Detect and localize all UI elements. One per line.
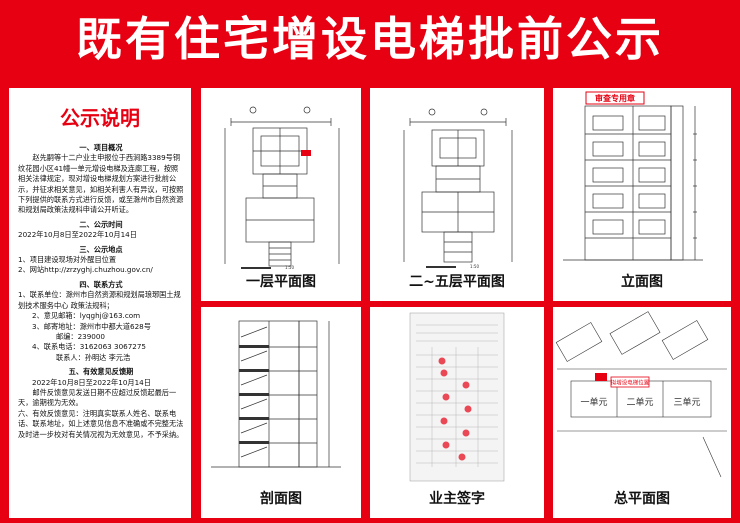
notice-panel: 公示说明 一、项目概况赵先嗣等十二户业主申报位于西涧路3389号铜纹花园小区41…: [9, 88, 191, 518]
unit1-label: 一单元: [580, 396, 607, 408]
section-caption: 剖面图: [260, 491, 302, 507]
site-plan-caption: 总平面图: [614, 491, 670, 507]
floor1-plan-drawing: 1:50: [224, 106, 340, 270]
notice-line: 1、联系单位：滁州市自然资源和规划局琅琊国土规划技术服务中心 政策法规科；: [18, 290, 181, 310]
unit3-label: 三单元: [673, 396, 700, 408]
notice-line: 联系人：孙明达 李元浩: [56, 352, 131, 362]
svg-text:1:50: 1:50: [285, 265, 294, 270]
floor1-plan-caption: 一层平面图: [246, 274, 316, 290]
notice-line: 2022年10月8日至2022年10月14日: [32, 377, 151, 387]
notice-heading: 公示说明: [60, 106, 140, 130]
notice-line: 2、意见邮箱：lyqghj@163.com: [32, 311, 141, 321]
unit2-label: 二单元: [626, 396, 653, 408]
notice-line: 1、项目建设现场对外醒目位置: [18, 255, 117, 265]
floor2to5-plan-panel: 1:50 二~五层平面图: [370, 88, 544, 301]
site-plan-drawing: 拟增设电梯位置 一单元 二单元 三单元: [555, 311, 727, 478]
floor2to5-plan-caption: 二~五层平面图: [409, 274, 505, 290]
notice-line: 邮件反馈意见发送日期不应超过反馈起最后一天，逾期视为无效。: [18, 387, 177, 408]
elevation-drawing: 审查专用章: [563, 91, 703, 261]
elevator-location-tag: 拟增设电梯位置: [611, 379, 650, 387]
notice-line: 六、有效反馈意见：注明真实联系人姓名、联系电话、联系地址，如上述意见信息不准确或…: [18, 408, 184, 439]
notice-line: 赵先嗣等十二户业主申报位于西涧路3389号铜纹花园小区41幢一单元增设电梯及连廊…: [18, 153, 184, 215]
notice-section-heading: 二、公示时间: [79, 219, 123, 229]
elevation-caption: 立面图: [621, 274, 663, 290]
floor2to5-plan-drawing: 1:50: [403, 108, 513, 269]
notice-line: 4、联系电话：3162063 3067275: [32, 342, 147, 352]
signatures-panel: 业主签字: [370, 307, 544, 518]
elevation-panel: 审查专用章: [553, 88, 731, 301]
notice-section-heading: 五、有效意见反馈期: [68, 367, 134, 377]
notice-text: 一、项目概况赵先嗣等十二户业主申报位于西涧路3389号铜纹花园小区41幢一单元增…: [9, 131, 191, 440]
svg-text:1:50: 1:50: [470, 264, 479, 269]
notice-section-heading: 三、公示地点: [79, 244, 123, 254]
notice-line: 3、邮寄地址：滁州市中都大道628号: [32, 321, 151, 331]
notice-section-heading: 一、项目概况: [79, 143, 123, 152]
notice-line: 2、网站http://zrzyghj.chuzhou.gov.cn/: [18, 265, 153, 275]
floor1-plan-panel: 1:50 一层平面图: [201, 88, 361, 301]
section-drawing: [211, 320, 341, 468]
section-panel: 剖面图: [201, 307, 361, 518]
notice-line: 2022年10月8日至2022年10月14日: [18, 230, 137, 240]
site-plan-panel: 拟增设电梯位置 一单元 二单元 三单元 总平面图: [553, 307, 731, 518]
review-stamp: 审查专用章: [595, 93, 635, 103]
signatures-caption: 业主签字: [429, 491, 485, 507]
notice-line: 邮编：239000: [56, 331, 106, 341]
board-title: 既有住宅增设电梯批前公示: [76, 12, 664, 66]
signature-sheet: [409, 312, 505, 482]
notice-section-heading: 四、联系方式: [79, 279, 123, 289]
